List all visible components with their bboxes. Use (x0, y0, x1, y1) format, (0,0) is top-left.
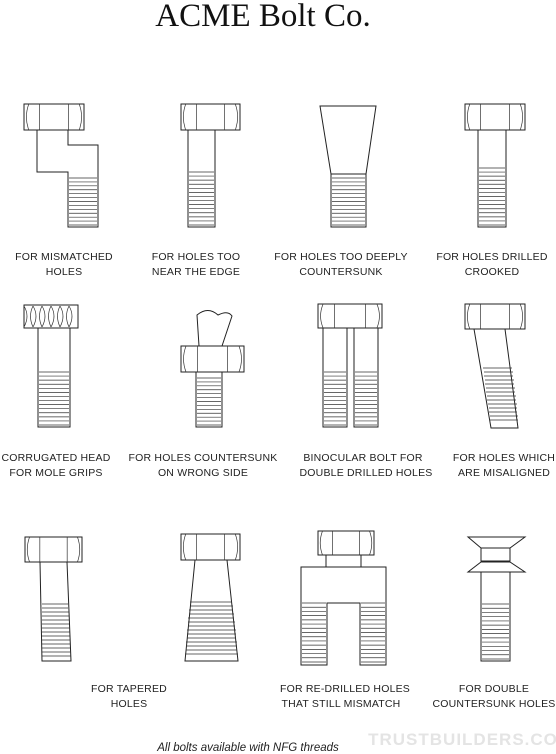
bolt-misaligned (464, 303, 526, 429)
bolt-deep-countersunk (319, 105, 377, 228)
caption-line: DOUBLE DRILLED HOLES (300, 467, 433, 479)
caption-line: ARE MISALIGNED (458, 467, 550, 479)
caption-line: FOR HOLES DRILLED (436, 251, 548, 263)
bolt-thread (355, 371, 377, 426)
bolt-near-edge (180, 103, 241, 228)
caption-line: COUNTERSUNK HOLES (432, 698, 555, 710)
page-title: ACME Bolt Co. (155, 0, 370, 34)
conical-top (196, 310, 233, 347)
bolt-binocular (317, 303, 383, 428)
caption-line: FOR MISMATCHED (15, 251, 113, 263)
bolt-shank (36, 129, 99, 228)
corrugations (23, 305, 73, 328)
bolt-shank (477, 129, 507, 228)
head-neck (325, 554, 362, 568)
bolt-wrong-side-countersink (180, 310, 245, 428)
caption-line: FOR HOLES COUNTERSUNK (129, 452, 278, 464)
caption-line: COUNTERSUNK (299, 266, 382, 278)
hex-head (24, 536, 83, 563)
caption-line: CORRUGATED HEAD (2, 452, 111, 464)
caption-line: FOR HOLES TOO (152, 251, 241, 263)
bolt-thread (189, 171, 214, 226)
bolt-thread (324, 371, 346, 426)
bolt-double-countersunk (466, 536, 527, 662)
caption-line: FOR RE-DRILLED HOLES (280, 683, 410, 695)
caption-line: FOR DOUBLE (459, 683, 529, 695)
caption-line: THAT STILL MISMATCH (282, 698, 401, 710)
caption-line: CROOKED (465, 266, 520, 278)
caption-line: HOLES (111, 698, 148, 710)
countersunk-neck (480, 547, 511, 562)
caption-line: FOR MOLE GRIPS (9, 467, 102, 479)
corrugated-head (23, 304, 79, 329)
bolt-thread (332, 177, 365, 226)
countersunk-head-bottom (466, 561, 527, 573)
hex-head (23, 103, 85, 131)
bolt-shank (187, 129, 216, 228)
captions: FOR MISMATCHED HOLES FOR HOLES TOO NEAR … (2, 251, 556, 710)
hex-head (317, 530, 375, 556)
bolt-shank-right (353, 327, 379, 428)
hex-head (180, 345, 245, 373)
bolt-corrugated-head (23, 304, 79, 428)
bolt-shank-left (322, 327, 348, 428)
caption-line: NEAR THE EDGE (152, 266, 240, 278)
bolt-shank (473, 328, 519, 429)
caption-line: HOLES (46, 266, 83, 278)
hex-head (464, 303, 526, 330)
bolt-shank (330, 173, 367, 228)
forked-body (300, 566, 387, 666)
caption-line: ON WRONG SIDE (158, 467, 248, 479)
bolt-shank (39, 561, 72, 662)
countersunk-head (319, 105, 377, 175)
countersunk-head-top (466, 536, 527, 549)
bolt-tapered-wide (180, 533, 241, 662)
bolt-thread (482, 603, 509, 660)
bolt-thread (479, 167, 505, 226)
bolt-thread (197, 377, 221, 426)
caption-line: FOR TAPERED (91, 683, 167, 695)
caption-line: BINOCULAR BOLT FOR (303, 452, 423, 464)
bolt-thread (361, 602, 385, 663)
bolt-shank (37, 327, 71, 428)
bolt-redrilled (300, 530, 387, 666)
bolt-crooked (464, 103, 526, 228)
hex-head (180, 103, 241, 131)
bolt-shank (195, 371, 223, 428)
bolt-tapered (24, 536, 83, 662)
bolt-thread (69, 177, 97, 226)
bolt-thread (483, 367, 518, 421)
caption-line: FOR HOLES WHICH (453, 452, 555, 464)
hex-head (464, 103, 526, 131)
bolt-thread (39, 371, 69, 426)
bolt-thread (42, 603, 71, 657)
hex-head (180, 533, 241, 561)
watermark: TRUSTBUILDERS.CO (368, 730, 556, 749)
hex-head (317, 303, 383, 329)
bolt-thread (302, 602, 326, 663)
caption-line: FOR HOLES TOO DEEPLY (274, 251, 408, 263)
footer-note: All bolts available with NFG threads (156, 742, 339, 754)
bolt-mismatched-holes (23, 103, 99, 228)
bolt-thread (185, 601, 238, 655)
